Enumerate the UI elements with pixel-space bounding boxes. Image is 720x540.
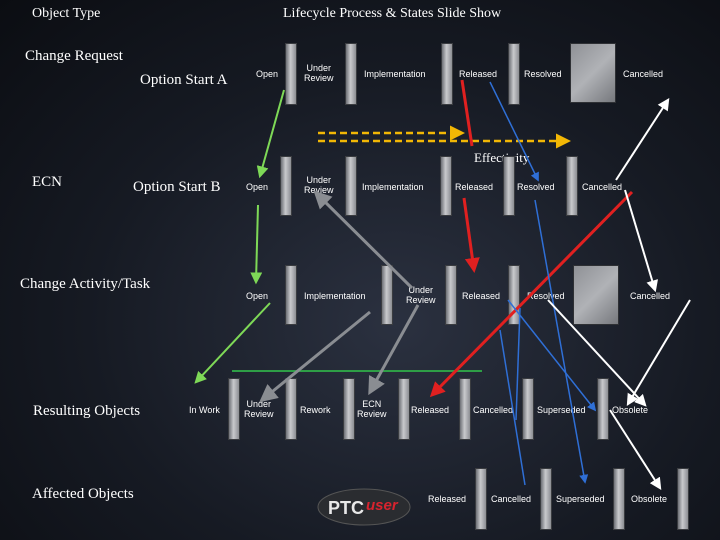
row4-state-cancelled: Cancelled: [473, 405, 514, 415]
object-type-heading: Object Type: [32, 6, 101, 21]
state-bar: [445, 265, 457, 325]
row3-state-released: Released: [462, 291, 501, 301]
option-start-b-label: Option Start B: [133, 179, 221, 195]
row5-state-cancelled: Cancelled: [491, 494, 532, 504]
state-bar: [381, 265, 393, 325]
blue-arrow: [489, 81, 539, 182]
state-box: [570, 43, 616, 103]
row5-state-obsolete: Obsolete: [631, 494, 668, 504]
state-bar: [285, 378, 297, 440]
blue-arrow: [507, 299, 597, 412]
state-bar: [440, 156, 452, 216]
row1-state-released: Released: [459, 69, 498, 79]
row5-state-superseded: Superseded: [556, 494, 605, 504]
row2-state-implementation: Implementation: [362, 182, 424, 192]
state-bar: [280, 156, 292, 216]
red-arrow: [429, 190, 634, 398]
row4-state-rework: Rework: [300, 405, 331, 415]
state-bar: [228, 378, 240, 440]
resulting-objects-label: Resulting Objects: [33, 403, 141, 419]
change-request-label: Change Request: [25, 48, 123, 64]
red-arrow: [462, 197, 480, 273]
state-bar: [343, 378, 355, 440]
gray-arrow: [313, 190, 414, 290]
row3-state-under-review: Under Review: [406, 285, 436, 306]
slide-title: Lifecycle Process & States Slide Show: [283, 6, 502, 21]
blue-arrow: [534, 199, 589, 484]
white-arrow: [626, 299, 691, 407]
state-bar: [677, 468, 689, 530]
white-arrow: [609, 409, 662, 491]
row2-state-under-review: Under Review: [304, 175, 334, 196]
row5-state-released: Released: [428, 494, 467, 504]
option-start-a-label: Option Start A: [140, 72, 228, 88]
ecn-label: ECN: [32, 174, 62, 190]
state-bar: [475, 468, 487, 530]
row4-state-under-review: Under Review: [244, 399, 274, 420]
state-bar: [540, 468, 552, 530]
logo-text-user: user: [366, 497, 399, 514]
row1-state-cancelled: Cancelled: [623, 69, 664, 79]
ptc-user-logo: PTC user: [316, 487, 411, 527]
gray-arrow: [259, 310, 371, 403]
state-bar: [508, 43, 520, 105]
state-bar: [522, 378, 534, 440]
affected-objects-label: Affected Objects: [32, 486, 134, 502]
row4-state-superseded: Superseded: [537, 405, 586, 415]
row3-state-open: Open: [246, 291, 269, 301]
state-bar: [459, 378, 471, 440]
white-arrow: [624, 189, 658, 293]
red-arrow: [460, 79, 474, 147]
change-activity-label: Change Activity/Task: [20, 276, 151, 292]
blue-arrow: [515, 307, 521, 421]
row4-state-obsolete: Obsolete: [612, 405, 649, 415]
state-bar: [345, 43, 357, 105]
row1-state-implementation: Implementation: [364, 69, 426, 79]
green-arrow: [256, 89, 285, 179]
state-bar: [566, 156, 578, 216]
row2-state-resolved: Resolved: [517, 182, 555, 192]
row4-state-in-work: In Work: [189, 405, 220, 415]
row3-state-implementation: Implementation: [304, 291, 366, 301]
gray-arrow: [368, 304, 420, 396]
state-box: [573, 265, 619, 325]
state-bar: [345, 156, 357, 216]
row1-state-resolved: Resolved: [524, 69, 562, 79]
effectivity-label: Effectivity: [474, 150, 530, 165]
state-bar: [597, 378, 609, 440]
row3-state-resolved: Resolved: [527, 291, 565, 301]
row2-state-open: Open: [246, 182, 269, 192]
state-bar: [398, 378, 410, 440]
row4-state-ecn-review: ECN Review: [357, 399, 387, 420]
state-bar: [613, 468, 625, 530]
state-bar: [441, 43, 453, 105]
row1-state-under-review: Under Review: [304, 63, 334, 84]
white-arrow: [615, 97, 670, 181]
logo-text-ptc: PTC: [328, 498, 364, 518]
row4-state-released: Released: [411, 405, 450, 415]
state-bar: [285, 43, 297, 105]
green-arrow: [194, 302, 271, 384]
white-arrow: [547, 299, 647, 407]
blue-arrow: [499, 329, 526, 486]
state-bar: [503, 156, 515, 216]
row1-state-open: Open: [256, 69, 279, 79]
state-bar: [285, 265, 297, 325]
green-arrow: [250, 204, 263, 285]
row3-state-cancelled: Cancelled: [630, 291, 671, 301]
row2-state-cancelled: Cancelled: [582, 182, 623, 192]
row2-state-released: Released: [455, 182, 494, 192]
